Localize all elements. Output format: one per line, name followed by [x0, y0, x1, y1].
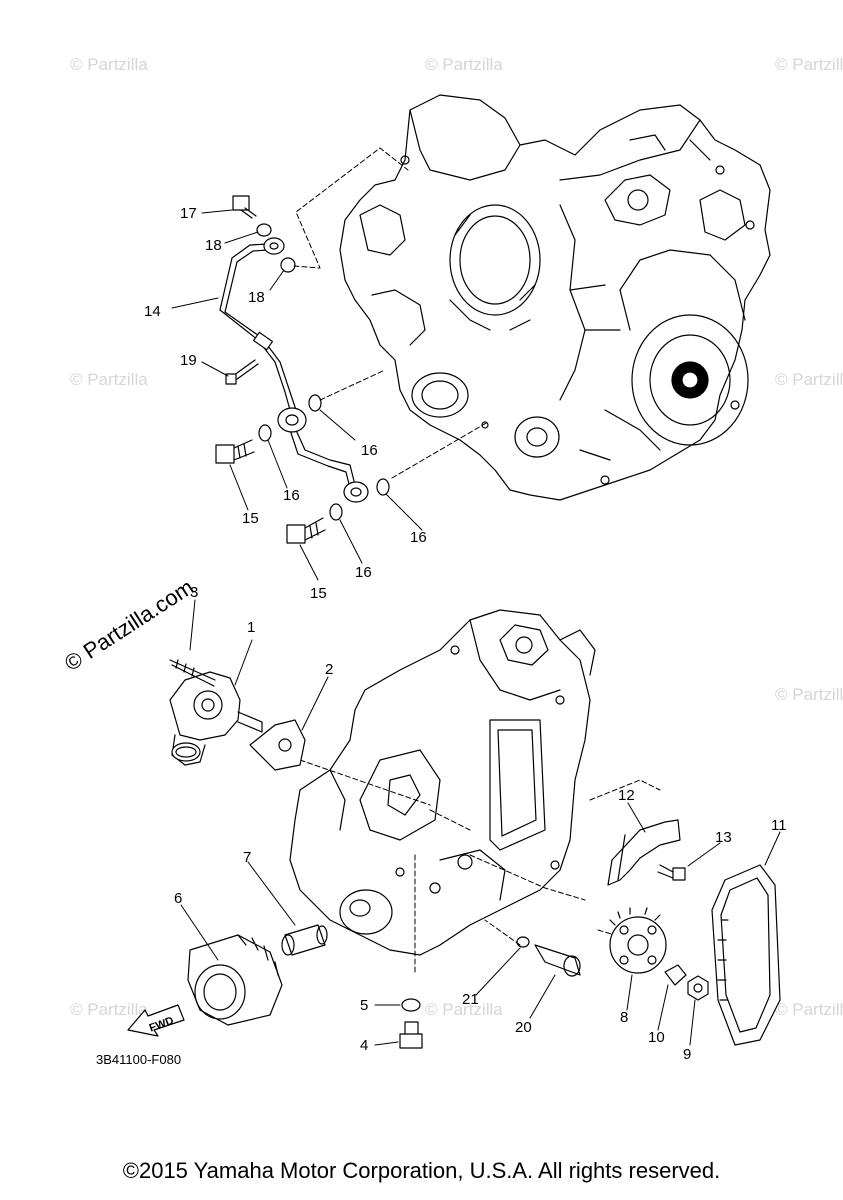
washer-10	[664, 964, 687, 986]
callout-16: 16	[361, 442, 378, 459]
gasket-16	[308, 394, 322, 412]
leader-lines	[171, 209, 781, 1046]
gasket-2	[249, 719, 306, 771]
copyright-notice: ©2015 Yamaha Motor Corporation, U.S.A. A…	[122, 1158, 721, 1183]
callout-18: 18	[248, 289, 265, 306]
callout-15: 15	[242, 510, 259, 527]
callout-16: 16	[283, 487, 300, 504]
callout-16: 16	[410, 529, 427, 546]
callout-7: 7	[243, 849, 252, 866]
watermark: © Partzilla	[70, 370, 148, 389]
bracket-12	[607, 819, 681, 886]
chain-11	[711, 864, 781, 1046]
callout-15: 15	[310, 585, 327, 602]
watermark: © Partzilla	[775, 685, 843, 704]
callout-12: 12	[618, 787, 635, 804]
callout-5: 5	[360, 997, 369, 1014]
gasket-16	[376, 478, 390, 496]
gasket-16	[329, 503, 343, 521]
shaft-20	[534, 944, 581, 977]
callout-13: 13	[715, 829, 732, 846]
gasket-18-upper	[256, 223, 272, 237]
callout-21: 21	[462, 991, 479, 1008]
o-ring-21	[516, 936, 530, 948]
diagram-code: 3B41100-F080	[96, 1052, 182, 1067]
callout-2: 2	[325, 661, 334, 678]
callout-18: 18	[205, 237, 222, 254]
screw-3	[169, 659, 216, 687]
watermark: © Partzilla	[70, 1000, 148, 1019]
callout-14: 14	[144, 303, 161, 320]
bolt-19	[225, 359, 259, 385]
watermark: © Partzilla	[425, 55, 503, 74]
callout-16: 16	[355, 564, 372, 581]
callout-9: 9	[683, 1046, 692, 1063]
sprocket-8	[609, 907, 667, 974]
watermark: © Partzilla	[775, 55, 843, 74]
bolt-13	[657, 864, 686, 881]
gasket-5	[401, 998, 421, 1012]
watermark: © Partzilla	[70, 55, 148, 74]
watermark: © Partzilla	[775, 1000, 843, 1019]
callout-6: 6	[174, 890, 183, 907]
gasket-16	[258, 424, 272, 442]
callout-11: 11	[771, 817, 787, 834]
callout-3: 3	[190, 584, 199, 601]
lower-engine-assembly	[289, 609, 596, 956]
forward-arrow-icon: FWD	[127, 1004, 185, 1037]
callout-19: 19	[180, 352, 197, 369]
callout-4: 4	[360, 1037, 369, 1054]
oil-filter-6	[187, 934, 283, 1026]
union-bolt-17	[232, 195, 257, 219]
callout-20: 20	[515, 1019, 532, 1036]
upper-engine-assembly	[339, 94, 771, 501]
drain-bolt-4	[399, 1021, 423, 1049]
union-bolt-15-upper	[215, 439, 255, 464]
guide-lines-upper	[293, 147, 489, 479]
callout-17: 17	[180, 205, 197, 222]
gasket-18-lower	[280, 257, 296, 273]
nut-9	[687, 975, 709, 1001]
fitting-7	[281, 924, 328, 956]
callout-10: 10	[648, 1029, 665, 1046]
callout-1: 1	[247, 619, 256, 636]
callout-8: 8	[620, 1009, 629, 1026]
union-bolt-15-lower	[286, 517, 326, 544]
oil-delivery-pipe	[219, 237, 369, 503]
oil-pump-1	[169, 671, 263, 766]
watermark: © Partzilla	[425, 1000, 503, 1019]
watermark: © Partzilla	[775, 370, 843, 389]
